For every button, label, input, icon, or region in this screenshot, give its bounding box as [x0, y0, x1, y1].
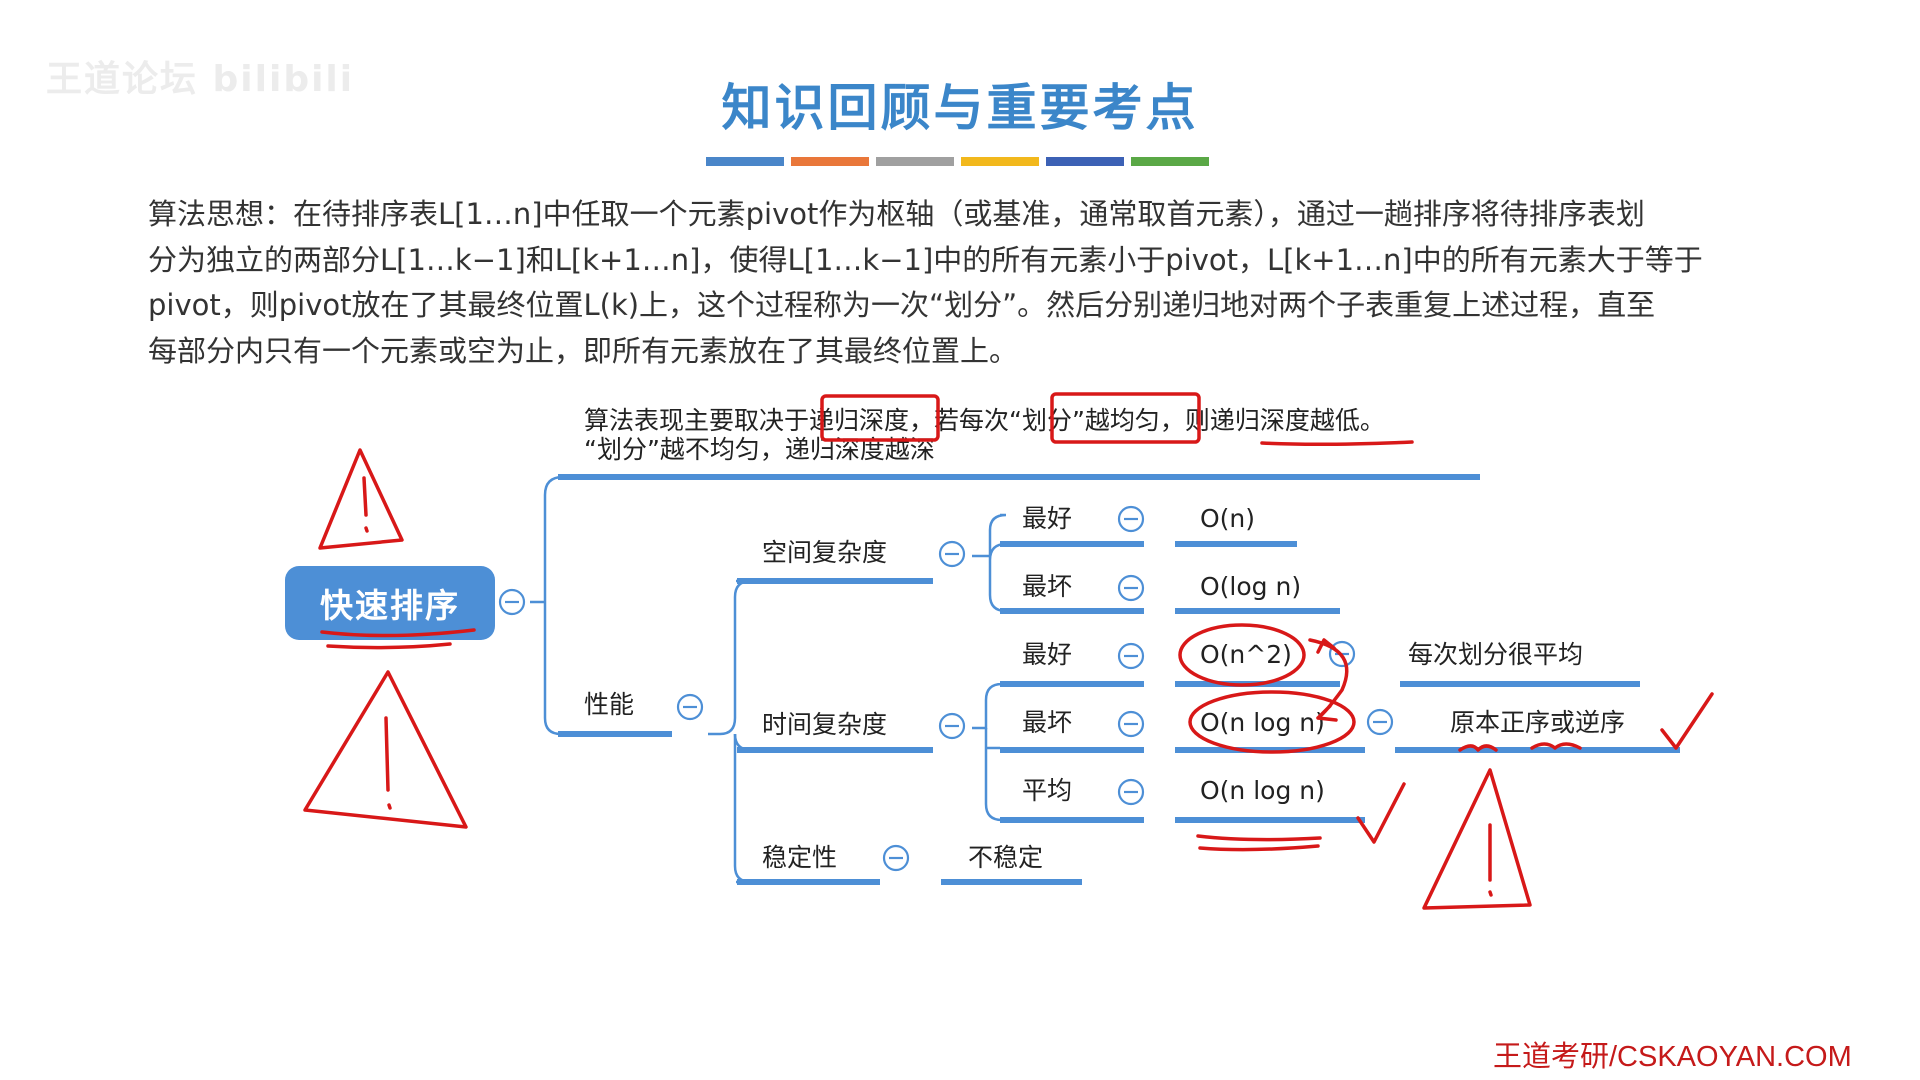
root-node-quicksort[interactable]: 快速排序 — [285, 566, 495, 640]
handwritten-circle — [1178, 623, 1306, 687]
color-bar-segment — [1046, 157, 1124, 166]
description-line: 算法思想：在待排序表L[1…n]中任取一个元素pivot作为枢轴（或基准，通常取… — [148, 197, 1645, 231]
node-time-best[interactable]: 最好 — [1022, 640, 1073, 669]
collapse-icon[interactable] — [1117, 710, 1145, 738]
node-space-worst-value[interactable]: O(log n) — [1200, 572, 1302, 601]
algorithm-description: 算法思想：在待排序表L[1…n]中任取一个元素pivot作为枢轴（或基准，通常取… — [148, 192, 1808, 374]
root-node-label: 快速排序 — [320, 586, 460, 625]
keyword-highlight-box — [820, 394, 940, 442]
collapse-icon[interactable] — [938, 712, 966, 740]
handwritten-circle — [1188, 690, 1356, 754]
collapse-icon[interactable] — [1117, 505, 1145, 533]
brand-footer: 王道考研/CSKAOYAN.COM — [1493, 1041, 1852, 1073]
watermark: 王道论坛 bilibili — [46, 59, 355, 100]
mindmap-note-line1: 算法表现主要取决于递归深度，若每次“划分”越均匀，则递归深度越低。 — [584, 406, 1385, 435]
collapse-icon[interactable] — [1117, 574, 1145, 602]
collapse-icon[interactable] — [938, 540, 966, 568]
description-line: 分为独立的两部分L[1…k−1]和L[k+1…n]，使得L[1…k−1]中的所有… — [148, 242, 1703, 277]
node-time-worst-note[interactable]: 原本正序或逆序 — [1450, 708, 1626, 737]
description-line: 每部分内只有一个元素或空为止，即所有元素放在了其最终位置上。 — [148, 333, 1019, 368]
collapse-icon[interactable] — [1366, 708, 1394, 736]
node-space-best[interactable]: 最好 — [1022, 504, 1073, 533]
node-time-worst-value[interactable]: O(n log n) — [1200, 708, 1325, 737]
warning-triangle-icon — [318, 448, 404, 550]
node-stability[interactable]: 稳定性 — [762, 843, 838, 872]
collapse-icon[interactable] — [498, 588, 526, 616]
color-bar-segment — [791, 157, 869, 166]
collapse-icon[interactable] — [1117, 778, 1145, 806]
node-space-best-value[interactable]: O(n) — [1200, 504, 1256, 533]
handwritten-arrow — [1308, 638, 1349, 722]
node-time-average-value[interactable]: O(n log n) — [1200, 776, 1325, 805]
handwritten-arrow — [1316, 638, 1336, 654]
color-bar-segment — [876, 157, 954, 166]
color-bar-segment — [706, 157, 784, 166]
collapse-icon[interactable] — [676, 693, 704, 721]
handwritten-underline — [1458, 742, 1582, 752]
color-bar-segment — [961, 157, 1039, 166]
warning-triangle-icon — [303, 670, 468, 829]
node-space-complexity[interactable]: 空间复杂度 — [762, 538, 888, 567]
node-stability-value[interactable]: 不稳定 — [968, 843, 1044, 872]
node-time-worst[interactable]: 最坏 — [1022, 708, 1073, 737]
node-space-worst[interactable]: 最坏 — [1022, 572, 1073, 601]
collapse-icon[interactable] — [1117, 642, 1145, 670]
node-time-best-note[interactable]: 每次划分很平均 — [1408, 640, 1584, 669]
check-mark-icon — [1356, 782, 1406, 844]
page-title: 知识回顾与重要考点 — [721, 79, 1199, 137]
node-time-complexity[interactable]: 时间复杂度 — [762, 710, 888, 739]
color-bar-segment — [1131, 157, 1209, 166]
collapse-icon[interactable] — [882, 844, 910, 872]
keyword-highlight-box — [1050, 392, 1201, 444]
handwritten-underline — [1196, 834, 1322, 852]
handwritten-underline — [320, 628, 476, 650]
handwritten-underline — [1260, 440, 1414, 447]
check-mark-icon — [1660, 692, 1714, 750]
warning-triangle-icon — [1422, 768, 1532, 910]
node-performance[interactable]: 性能 — [584, 690, 635, 719]
node-time-average[interactable]: 平均 — [1022, 776, 1073, 805]
node-time-best-value[interactable]: O(n^2) — [1200, 640, 1292, 669]
description-line: pivot，则pivot放在了其最终位置L(k)上，这个过程称为一次“划分”。然… — [148, 288, 1656, 322]
